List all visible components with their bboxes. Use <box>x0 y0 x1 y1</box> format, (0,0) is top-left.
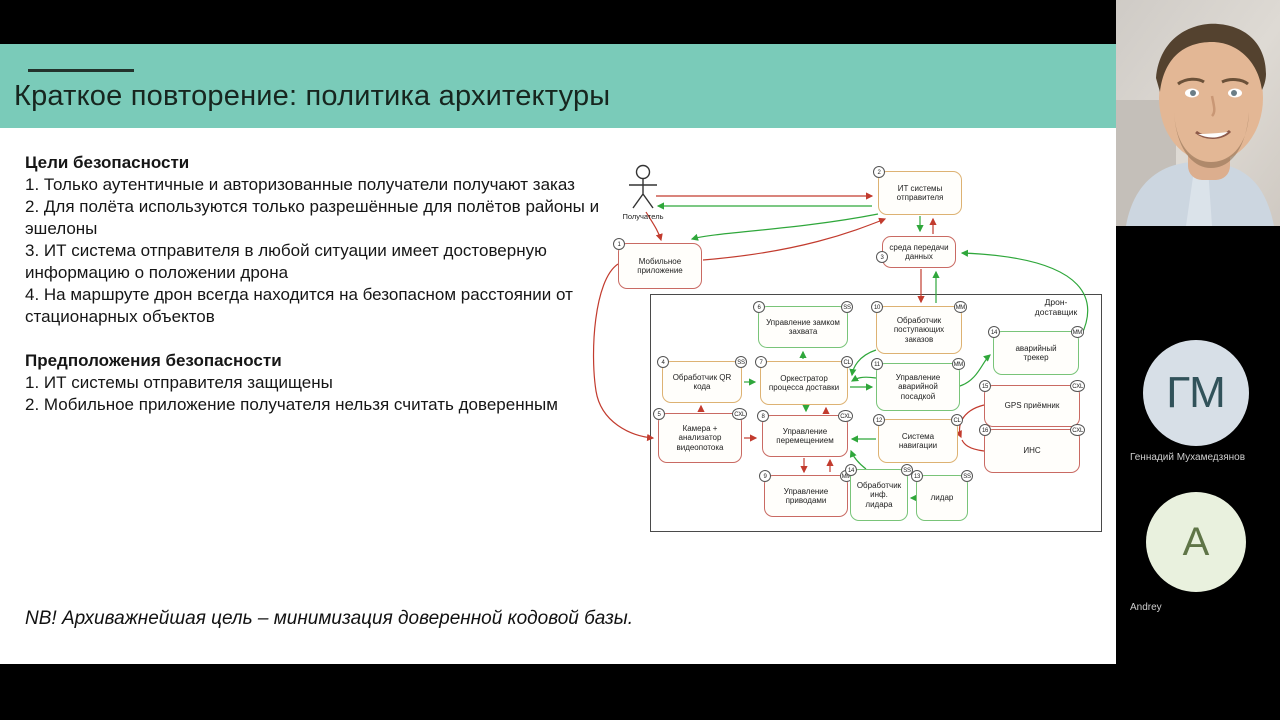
participant-initials: A <box>1182 519 1210 564</box>
node-number-badge: 5 <box>653 408 665 420</box>
node-number-badge: 11 <box>871 358 883 370</box>
node-number-badge: 8 <box>757 410 769 422</box>
participant-initials: ГМ <box>1166 368 1226 417</box>
node-number-badge: 14 <box>988 326 1000 338</box>
diagram-node-label: Система навигации <box>898 431 938 450</box>
diagram-node-label: Управление замком захвата <box>766 317 840 336</box>
red-flow-arrows <box>592 192 985 474</box>
diagram-node: Обработчик инф. лидара 14 SS <box>845 464 913 521</box>
node-number-badge: 15 <box>979 380 991 392</box>
participant-name: Геннадий Мухамедзянов <box>1130 452 1246 463</box>
node-size-badge: CXL <box>732 408 747 420</box>
node-number-badge: 12 <box>873 414 885 426</box>
node-number-badge: 10 <box>871 301 883 313</box>
slide-top-black-bar <box>0 0 1116 44</box>
diagram-node-label: Управление перемещением <box>776 426 834 445</box>
diagram-node: GPS приёмник 15 CXL <box>979 380 1085 427</box>
diagram-node-label: аварийный трекер <box>1015 343 1057 362</box>
node-size-badge: MM <box>951 358 965 370</box>
diagram-node: Мобильное приложение 1 <box>613 238 702 289</box>
actor-receiver-label: Получатель <box>622 212 664 221</box>
node-number-badge: 1 <box>613 238 625 250</box>
shared-screen-slide: Краткое повторение: политика архитектуры… <box>0 0 1116 664</box>
diagram-node-label: среда передачи данных <box>889 242 949 261</box>
node-number-badge: 9 <box>759 470 771 482</box>
node-size-badge: CXL <box>1070 424 1085 436</box>
goals-list: 1. Только аутентичные и авторизованные п… <box>25 175 600 326</box>
diagram-node: Обработчик поступающих заказов 10 MM <box>871 301 967 354</box>
speaker-webcam-image <box>1116 0 1280 226</box>
node-size-badge: SS <box>841 301 853 313</box>
diagram-node: Система навигации 12 CL <box>873 414 963 463</box>
diagram-node-label: Оркестратор процесса доставки <box>768 373 840 392</box>
diagram-node-label: Обработчик поступающих заказов <box>893 315 945 344</box>
diagram-node-label: Обработчик инф. лидара <box>856 480 902 509</box>
diagram-node: ИТ системы отправителя 2 <box>873 166 962 215</box>
diagram-arrows-layer <box>592 164 1089 502</box>
node-number-badge: 2 <box>873 166 885 178</box>
actor-receiver-icon <box>629 164 657 209</box>
node-size-badge: MM <box>1070 326 1084 338</box>
diagram-node-label: Обработчик QR кода <box>672 372 732 391</box>
slide-header: Краткое повторение: политика архитектуры <box>0 44 1116 128</box>
participants-sidebar: ГМ Геннадий Мухамедзянов A Andrey <box>1116 0 1280 720</box>
node-number-badge: 13 <box>911 470 923 482</box>
node-number-badge: 14 <box>845 464 857 476</box>
slide-text-column: Цели безопасности 1. Только аутентичные … <box>25 152 615 438</box>
goals-heading: Цели безопасности <box>25 153 190 172</box>
node-size-badge: SS <box>735 356 747 368</box>
diagram-node: ИНС 16 CXL <box>979 424 1085 473</box>
participant-name: Andrey <box>1130 602 1162 613</box>
node-size-badge: CXL <box>838 410 853 422</box>
diagram-node: аварийный трекер 14 MM <box>988 326 1084 375</box>
node-size-badge: CXL <box>1070 380 1085 392</box>
diagram-node-label: Камера + анализатор видеопотока <box>676 423 724 452</box>
diagram-node-label: ИНС <box>1023 446 1041 456</box>
node-size-badge: SS <box>961 470 973 482</box>
node-size-badge: SS <box>901 464 913 476</box>
node-size-badge: CL <box>951 414 963 426</box>
node-size-badge: CL <box>841 356 853 368</box>
node-number-badge: 4 <box>657 356 669 368</box>
diagram-node-label: ИТ системы отправителя <box>896 183 944 202</box>
node-number-badge: 16 <box>979 424 991 436</box>
header-accent-line <box>28 69 134 72</box>
node-size-badge: MM <box>953 301 967 313</box>
slide-title: Краткое повторение: политика архитектуры <box>14 80 611 112</box>
diagram-node-label: GPS приёмник <box>1004 401 1060 411</box>
participant-avatar[interactable]: A <box>1146 492 1246 592</box>
diagram-node-label: Управление приводами <box>783 486 829 505</box>
assumptions-list: 1. ИТ системы отправителя защищены 2. Мо… <box>25 373 558 414</box>
speaker-video-tile[interactable] <box>1116 0 1280 226</box>
diagram-node-label: Мобильное приложение <box>637 256 683 275</box>
diagram-node: Управление перемещением 8 CXL <box>757 410 853 457</box>
node-number-badge: 7 <box>755 356 767 368</box>
node-number-badge: 6 <box>753 301 765 313</box>
diagram-node: Камера + анализатор видеопотока 5 CXL <box>653 408 747 463</box>
diagram-node: Управление аварийной посадкой 11 MM <box>871 358 965 411</box>
diagram-node-label: Управление аварийной посадкой <box>895 372 941 401</box>
participant-avatar[interactable]: ГМ <box>1143 340 1249 446</box>
drone-boundary-label: Дрон- доставщик <box>1034 297 1078 318</box>
node-number-badge: 3 <box>876 251 888 263</box>
green-flow-arrows <box>656 202 1089 502</box>
drone-boundary-box <box>650 294 1102 532</box>
nb-note: NB! Архиважнейшая цель – минимизация дов… <box>25 608 634 629</box>
assumptions-heading: Предположения безопасности <box>25 351 282 370</box>
slide-content: Цели безопасности 1. Только аутентичные … <box>0 128 1116 664</box>
diagram-node-label: лидар <box>930 493 954 503</box>
diagram-node: лидар 13 SS <box>911 470 973 521</box>
